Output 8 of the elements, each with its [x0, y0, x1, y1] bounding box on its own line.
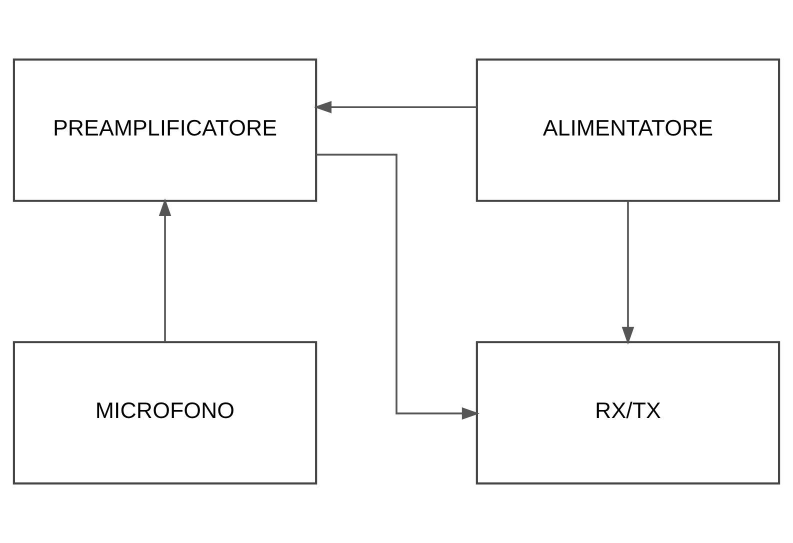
arrow [622, 201, 634, 345]
arrow [316, 154, 480, 420]
node-box: PREAMPLIFICATORE [12, 58, 318, 202]
node-box: MICROFONO [12, 341, 318, 484]
arrow [158, 198, 172, 342]
node-box: ALIMENTATORE [476, 58, 780, 202]
arrow [314, 100, 477, 114]
node-box: RX/TX [476, 341, 780, 484]
